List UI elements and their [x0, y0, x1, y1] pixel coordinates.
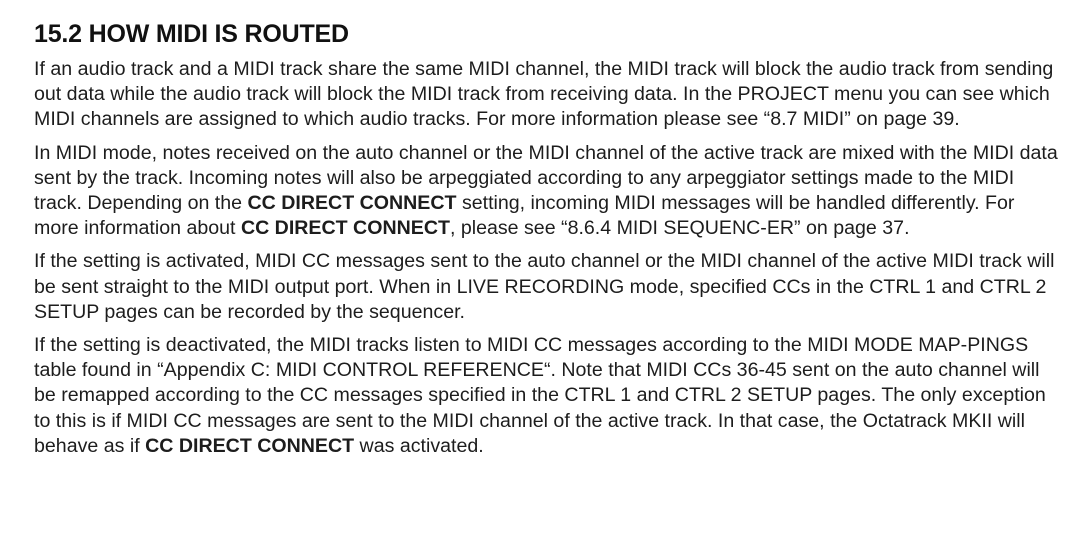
paragraph-text: setting, incoming MIDI messages will be …	[34, 192, 1015, 240]
section-body: If an audio track and a MIDI track share…	[34, 57, 1060, 459]
paragraph-1: If an audio track and a MIDI track share…	[34, 57, 1060, 133]
paragraph-text: , please see “8.6.4 MIDI SEQUENC-ER” on …	[449, 217, 910, 240]
paragraph-text: If the setting is deactivated, the MIDI …	[34, 334, 1046, 457]
paragraph-text: was activated.	[354, 434, 484, 457]
paragraph-2: In MIDI mode, notes received on the auto…	[34, 141, 1060, 242]
bold-setting-name: CC DIRECT CONNECT	[145, 434, 355, 457]
paragraph-4: If the setting is deactivated, the MIDI …	[34, 333, 1060, 459]
bold-setting-name: CC DIRECT CONNECT	[247, 192, 457, 215]
paragraph-3: If the setting is activated, MIDI CC mes…	[34, 249, 1060, 325]
paragraph-text: If the setting is activated, MIDI CC mes…	[34, 250, 1055, 323]
paragraph-text: In MIDI mode, notes received on the auto…	[34, 141, 1058, 215]
paragraph-text: If an audio track and a MIDI track share…	[34, 58, 1054, 131]
bold-setting-name: CC DIRECT CONNECT	[240, 217, 450, 240]
section-heading: 15.2 HOW MIDI IS ROUTED	[34, 20, 349, 48]
